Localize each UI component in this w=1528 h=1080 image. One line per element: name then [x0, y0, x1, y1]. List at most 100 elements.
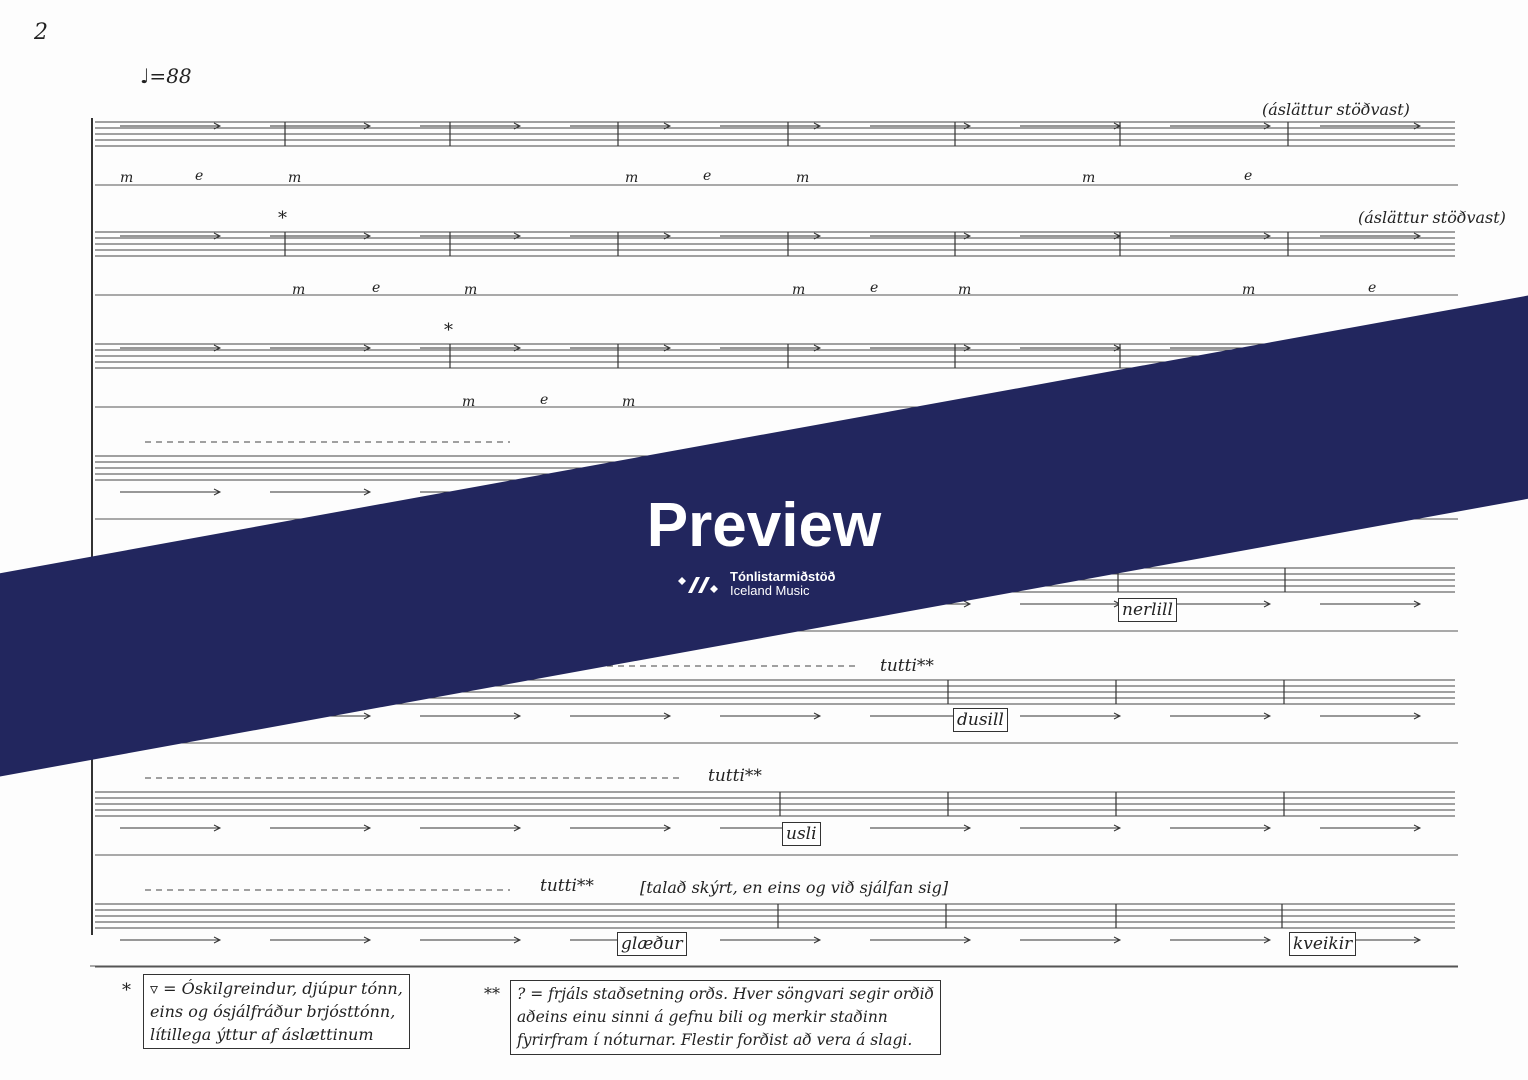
arrowhead — [813, 936, 822, 944]
iceland-music-logo-icon — [678, 577, 718, 593]
syllable: e — [540, 392, 549, 408]
arrowhead — [213, 122, 222, 130]
asterisk-mark: * — [278, 208, 287, 229]
arrowhead — [1413, 600, 1422, 608]
syllable: m — [462, 394, 476, 410]
arrowhead — [513, 712, 522, 720]
arrowhead — [1113, 824, 1122, 832]
arrowhead — [1113, 712, 1122, 720]
arrowhead — [963, 122, 972, 130]
arrowhead — [1413, 712, 1422, 720]
footnote-marker: ** — [484, 984, 500, 1003]
syllable: m — [292, 282, 306, 298]
syllable: m — [288, 170, 302, 186]
arrowhead — [663, 824, 672, 832]
syllable: m — [120, 170, 134, 186]
syllable: e — [870, 280, 879, 296]
syllable: m — [792, 282, 806, 298]
logo-line-1: Tónlistarmiðstöð — [730, 569, 836, 584]
syllable: e — [372, 280, 381, 296]
footnote-line: lítillega ýttur af áslættinum — [150, 1025, 374, 1044]
arrowhead — [363, 712, 372, 720]
syllable: e — [195, 168, 204, 184]
tutti-marking: tutti** — [540, 876, 594, 896]
arrowhead — [663, 122, 672, 130]
arrowhead — [813, 122, 822, 130]
syllable: m — [1242, 282, 1256, 298]
footnote-marker: * — [122, 980, 131, 1001]
arrowhead — [363, 936, 372, 944]
arrowhead — [1413, 936, 1422, 944]
syllable: m — [625, 170, 639, 186]
arrowhead — [963, 600, 972, 608]
word-box-kveikir: kveikir — [1289, 932, 1357, 956]
arrowhead — [513, 344, 522, 352]
footnote-2: ? = frjáls staðsetning orðs. Hver söngva… — [510, 980, 941, 1055]
arrowhead — [663, 344, 672, 352]
arrowhead — [1113, 936, 1122, 944]
spoken-direction: [talað skýrt, en eins og við sjálfan sig… — [640, 878, 949, 897]
arrowhead — [213, 344, 222, 352]
arrowhead — [963, 344, 972, 352]
arrowhead — [363, 232, 372, 240]
syllable: m — [464, 282, 478, 298]
word-box-nerlill: nerlill — [1118, 598, 1177, 622]
arrowhead — [1263, 712, 1272, 720]
tutti-marking: tutti** — [708, 766, 762, 786]
footnote-line: fyrirfram í nóturnar. Flestir forðist að… — [517, 1031, 913, 1049]
arrowhead — [963, 232, 972, 240]
arrowhead — [1263, 122, 1272, 130]
syllable: e — [1244, 168, 1253, 184]
arrowhead — [1413, 232, 1422, 240]
arrowhead — [213, 824, 222, 832]
arrowhead — [813, 232, 822, 240]
aslattur-annotation-2: (áslättur stöðvast) — [1358, 208, 1506, 227]
arrowhead — [363, 824, 372, 832]
arrowhead — [513, 936, 522, 944]
arrowhead — [963, 824, 972, 832]
syllable: e — [1368, 280, 1377, 296]
arrowhead — [813, 712, 822, 720]
arrowhead — [1413, 122, 1422, 130]
arrowhead — [363, 344, 372, 352]
arrowhead — [1263, 232, 1272, 240]
footnote-line: ▿ = Óskilgreindur, djúpur tónn, — [150, 979, 403, 998]
word-box-dusill: dusill — [953, 708, 1008, 732]
arrowhead — [1113, 122, 1122, 130]
arrowhead — [213, 488, 222, 496]
arrowhead — [363, 488, 372, 496]
arrowhead — [1263, 824, 1272, 832]
arrowhead — [663, 232, 672, 240]
word-box-glaedur: glæður — [617, 932, 687, 956]
footnote-line: ? = frjáls staðsetning orðs. Hver söngva… — [517, 985, 934, 1003]
footnote-1: ▿ = Óskilgreindur, djúpur tónn, eins og … — [143, 974, 410, 1049]
logo-line-2: Iceland Music — [730, 583, 810, 598]
page-number: 2 — [34, 20, 48, 45]
arrowhead — [363, 122, 372, 130]
arrowhead — [663, 712, 672, 720]
arrowhead — [213, 936, 222, 944]
arrowhead — [513, 122, 522, 130]
arrowhead — [813, 344, 822, 352]
tutti-marking: tutti** — [880, 656, 934, 676]
preview-title: Preview — [646, 491, 882, 560]
footnote-line: aðeins einu sinni á gefnu bili og merkir… — [517, 1008, 888, 1026]
arrowhead — [513, 232, 522, 240]
syllable: m — [796, 170, 810, 186]
arrowhead — [1413, 824, 1422, 832]
syllable: e — [703, 168, 712, 184]
word-box-usli: usli — [782, 822, 821, 846]
asterisk-mark: * — [444, 320, 453, 341]
syllable: m — [622, 394, 636, 410]
aslattur-annotation-1: (áslättur stöðvast) — [1262, 100, 1410, 119]
arrowhead — [513, 824, 522, 832]
tempo-marking: ♩=88 — [140, 64, 192, 88]
iceland-music-logo: Tónlistarmiðstöð Iceland Music — [676, 570, 835, 598]
arrowhead — [1113, 344, 1122, 352]
arrowhead — [213, 232, 222, 240]
arrowhead — [963, 936, 972, 944]
syllable: m — [1082, 170, 1096, 186]
syllable: m — [958, 282, 972, 298]
footnote-line: eins og ósjálfráður brjósttónn, — [150, 1002, 396, 1021]
